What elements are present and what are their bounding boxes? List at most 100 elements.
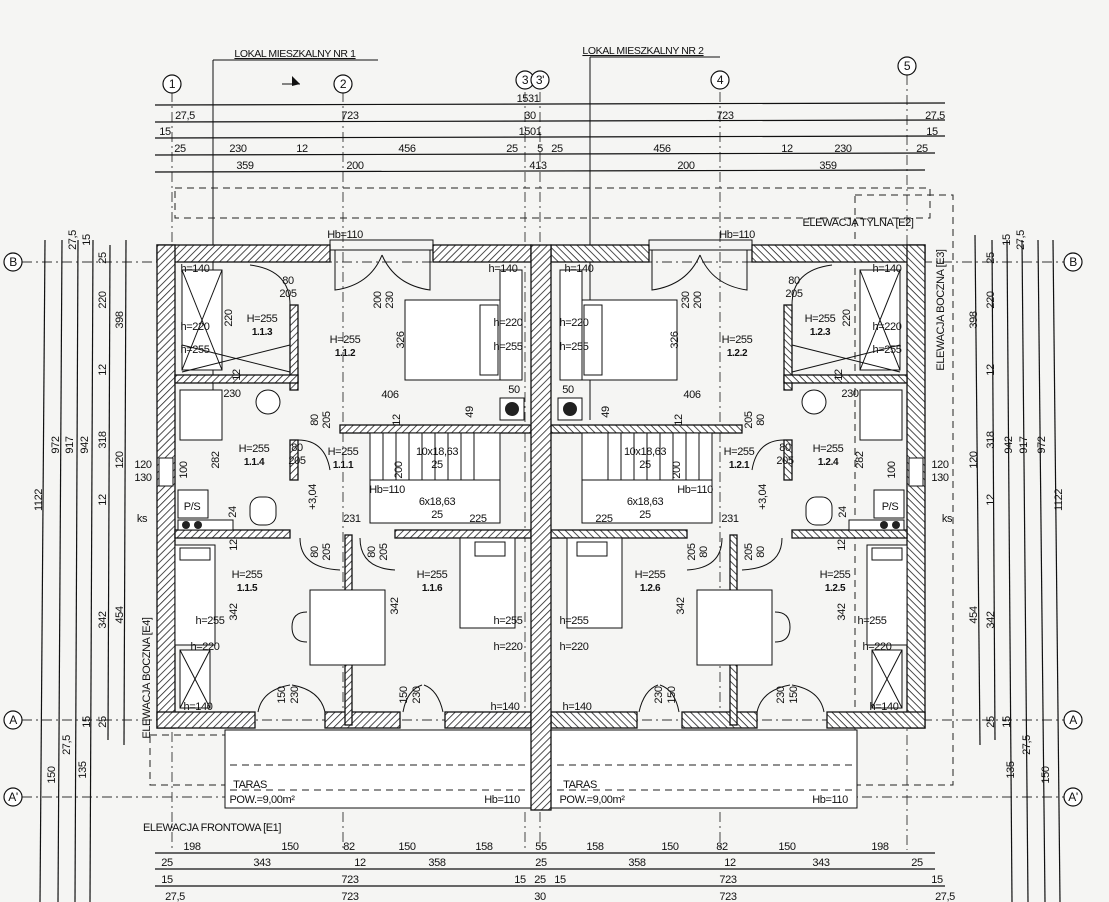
plan-note: h=140 bbox=[873, 263, 902, 275]
terrace-railing-height: Hb=110 bbox=[812, 794, 848, 806]
room-height: H=255 bbox=[724, 446, 755, 458]
dim-bottom: 30 bbox=[534, 891, 546, 902]
dimension-lines bbox=[39, 102, 1061, 902]
axis-vertical-0-circle bbox=[162, 74, 182, 94]
dim-bottom: 723 bbox=[719, 874, 736, 886]
plan-note: 80 bbox=[309, 414, 321, 426]
dim-right: 150 bbox=[1040, 766, 1052, 783]
dim-bottom: 55 bbox=[535, 841, 547, 853]
plan-note: 205 bbox=[776, 455, 793, 467]
plan-note: 150 bbox=[666, 686, 678, 703]
dim-right: 318 bbox=[985, 431, 997, 448]
plan-note: 6x18,63 bbox=[627, 496, 664, 508]
plan-note: 230 bbox=[411, 686, 423, 703]
dim-right: 220 bbox=[985, 291, 997, 308]
dim-bottom: 25 bbox=[535, 857, 547, 869]
window-height-label: 130 bbox=[931, 472, 948, 484]
plan-note: 282 bbox=[854, 451, 866, 468]
plan-note: h=255 bbox=[873, 344, 902, 356]
plan-note: +3,04 bbox=[307, 484, 319, 510]
dim-top: 456 bbox=[398, 143, 415, 155]
room-height: H=255 bbox=[635, 569, 666, 581]
elevation-side-right-label: ELEWACJA BOCZNA [E3] bbox=[935, 249, 947, 371]
dim-right: 342 bbox=[985, 611, 997, 628]
plan-note: 12 bbox=[391, 414, 403, 426]
axis-left-0: B bbox=[9, 255, 17, 269]
terrace-railing-height: Hb=110 bbox=[484, 794, 520, 806]
plan-note: Hb=110 bbox=[327, 229, 363, 241]
dim-left: 12 bbox=[97, 364, 109, 376]
plan-note: 406 bbox=[683, 389, 700, 401]
dim-bottom: 158 bbox=[475, 841, 492, 853]
window-height-label: 130 bbox=[134, 472, 151, 484]
dim-bottom: 82 bbox=[343, 841, 355, 853]
dim-top: 12 bbox=[296, 143, 308, 155]
dim-bottom: 723 bbox=[719, 891, 736, 902]
plan-note: h=255 bbox=[494, 615, 523, 627]
dim-bottom: 25 bbox=[161, 857, 173, 869]
plan-note: 342 bbox=[675, 597, 687, 614]
unit2-header: LOKAL MIESZKALNY NR 2 bbox=[582, 45, 704, 57]
dim-top: 359 bbox=[236, 160, 253, 172]
plan-note: 80 bbox=[779, 442, 791, 454]
dim-left: 318 bbox=[97, 431, 109, 448]
dim-right: 27,5 bbox=[1021, 735, 1033, 755]
dim-top: 12 bbox=[781, 143, 793, 155]
axis-right-2: A' bbox=[1068, 790, 1078, 804]
dim-bottom: 15 bbox=[931, 874, 943, 886]
plan-note: 10x18,63 bbox=[416, 446, 458, 458]
plan-note: h=220 bbox=[494, 317, 523, 329]
plan-note: 230 bbox=[841, 388, 858, 400]
plan-note: 231 bbox=[343, 513, 360, 525]
plan-note: h=140 bbox=[184, 701, 213, 713]
plan-note: P/S bbox=[184, 501, 201, 513]
plan-note: h=140 bbox=[489, 263, 518, 275]
plan-note: 205 bbox=[378, 543, 390, 560]
plan-note: h=140 bbox=[870, 701, 899, 713]
plan-note: 25 bbox=[639, 509, 651, 521]
room-number: 1.1.4 bbox=[244, 457, 265, 468]
plan-note: 230 bbox=[223, 388, 240, 400]
plan-note: 230 bbox=[653, 686, 665, 703]
dim-left: 917 bbox=[64, 436, 76, 453]
axis-right-1-circle bbox=[1063, 710, 1083, 730]
dim-top: 456 bbox=[653, 143, 670, 155]
room-number: 1.2.1 bbox=[729, 460, 750, 471]
plan-note: h=255 bbox=[560, 615, 589, 627]
dim-left: 150 bbox=[46, 766, 58, 783]
dim-top: 25 bbox=[506, 143, 518, 155]
plan-note: h=220 bbox=[191, 641, 220, 653]
dim-top: 5 bbox=[537, 143, 543, 155]
dim-bottom: 25 bbox=[911, 857, 923, 869]
axis-right-1: A bbox=[1069, 713, 1077, 727]
dim-left: 27,5 bbox=[67, 230, 79, 250]
elevation-side-left-label: ELEWACJA BOCZNA [E4] bbox=[141, 617, 153, 739]
plan-note: 150 bbox=[398, 686, 410, 703]
plan-note: 10x18,63 bbox=[624, 446, 666, 458]
dim-bottom: 150 bbox=[398, 841, 415, 853]
room-height: H=255 bbox=[330, 334, 361, 346]
room-number: 1.1.1 bbox=[333, 460, 354, 471]
plan-note: 225 bbox=[595, 513, 612, 525]
north-arrow-icon bbox=[282, 76, 300, 86]
plan-note: 205 bbox=[321, 543, 333, 560]
room-number: 1.2.6 bbox=[640, 583, 661, 594]
dim-top: 25 bbox=[551, 143, 563, 155]
plan-note: 342 bbox=[836, 603, 848, 620]
plan-note: 80 bbox=[309, 546, 321, 558]
dim-bottom: 198 bbox=[183, 841, 200, 853]
plan-note: 282 bbox=[210, 451, 222, 468]
dim-top: 30 bbox=[524, 110, 536, 122]
dim-bottom: 27,5 bbox=[165, 891, 185, 902]
dim-right: 917 bbox=[1018, 436, 1030, 453]
dim-right: 454 bbox=[968, 606, 980, 623]
room-number: 1.2.3 bbox=[810, 327, 831, 338]
dim-top: 200 bbox=[346, 160, 363, 172]
plan-note: 326 bbox=[669, 331, 681, 348]
dim-bottom: 358 bbox=[628, 857, 645, 869]
dim-bottom: 723 bbox=[341, 874, 358, 886]
plan-note: h=255 bbox=[196, 615, 225, 627]
plan-note: 25 bbox=[431, 509, 443, 521]
plan-note: 205 bbox=[288, 455, 305, 467]
dim-bottom: 150 bbox=[281, 841, 298, 853]
